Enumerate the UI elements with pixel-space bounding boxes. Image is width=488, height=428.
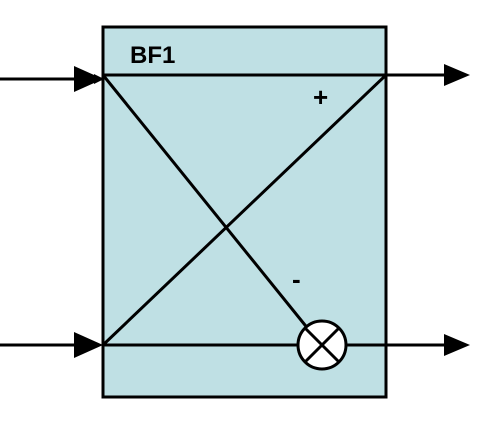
input-arrowhead-bottom: [74, 332, 103, 358]
block-title: BF1: [130, 42, 175, 69]
plus-sign-label: +: [313, 82, 328, 112]
minus-sign-label: -: [292, 264, 301, 294]
summing-junction-icon: [296, 319, 348, 371]
output-arrowhead-bottom: [444, 334, 470, 356]
cross-path-plus: [101, 73, 388, 347]
input-arrowhead-top: [74, 66, 103, 92]
cross-path-minus: [101, 74, 311, 331]
output-arrowhead-top: [444, 64, 470, 86]
